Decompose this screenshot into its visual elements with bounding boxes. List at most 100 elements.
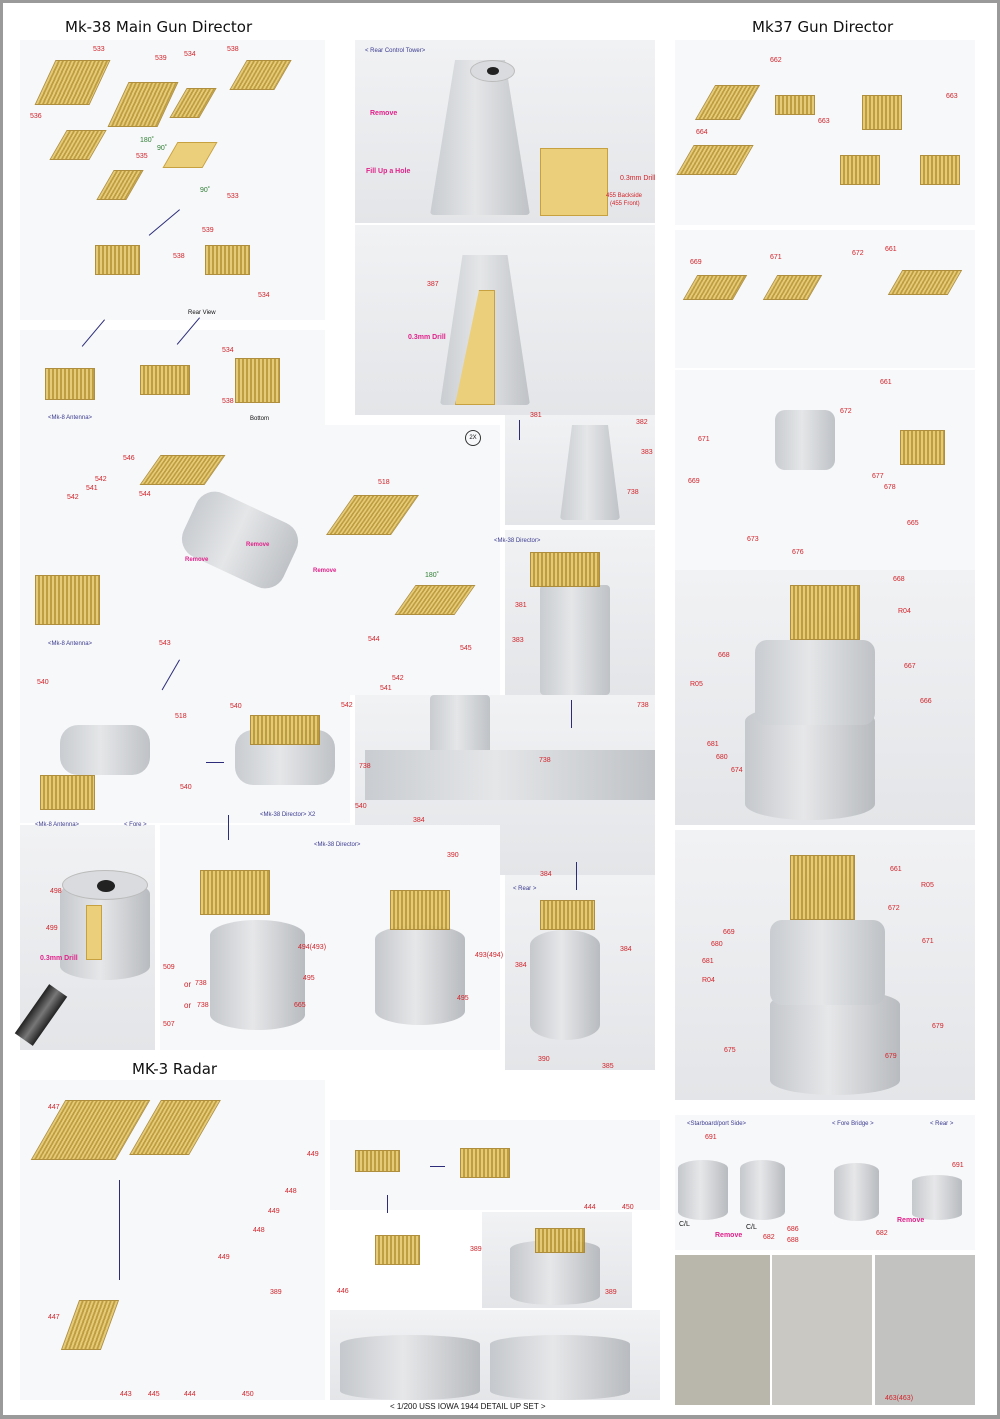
part-number: 668 <box>718 652 730 659</box>
part-number: 384 <box>413 817 425 824</box>
part-number: 674 <box>731 767 743 774</box>
radar-parts <box>460 1148 510 1178</box>
part-number: 542 <box>67 494 79 501</box>
part-number: 665 <box>294 1002 306 1009</box>
part-number: 384 <box>515 962 527 969</box>
scale-2x-badge: 2X <box>465 430 481 446</box>
section-title-mk37: Mk37 Gun Director <box>752 18 894 36</box>
fore-cylinder-top <box>62 870 148 900</box>
mk37-step1-panel <box>675 40 975 225</box>
part-number: 495 <box>457 995 469 1002</box>
part-number: 671 <box>698 436 710 443</box>
part-number: R04 <box>702 977 715 984</box>
part-number: 672 <box>888 905 900 912</box>
part-number: 738 <box>195 980 207 987</box>
deck-model <box>365 750 655 800</box>
antenna-on-director <box>250 715 320 745</box>
part-number: 678 <box>884 484 896 491</box>
assembled-antenna-2 <box>205 245 250 275</box>
step-arrow <box>571 700 572 728</box>
note-remove-6: Remove <box>897 1217 925 1224</box>
part-number: 447 <box>48 1314 60 1321</box>
mk37-housing <box>775 410 835 470</box>
final-photo-1 <box>675 1255 770 1405</box>
caption-rear-control-tower: < Rear Control Tower> <box>365 48 426 54</box>
part-number: 673 <box>747 536 759 543</box>
part-number: 382 <box>636 419 648 426</box>
rear-director-tower <box>530 930 600 1040</box>
note-455-front: (455 Front) <box>610 201 640 207</box>
part-number: R04 <box>898 608 911 615</box>
part-number: 535 <box>136 153 148 160</box>
part-number: 381 <box>515 602 527 609</box>
part-number: 449 <box>218 1254 230 1261</box>
part-number: 681 <box>702 958 714 965</box>
mk8-antenna-rear <box>140 365 190 395</box>
part-number: 449 <box>307 1151 319 1158</box>
note-remove-2: Remove <box>185 557 209 563</box>
part-number: 662 <box>770 57 782 64</box>
part-number: 533 <box>227 193 239 200</box>
part-number: 536 <box>30 113 42 120</box>
note-fill-hole: Fill Up a Hole <box>366 168 411 175</box>
part-number: 661 <box>890 866 902 873</box>
note-remove: Remove <box>370 110 398 117</box>
step-arrow <box>119 1180 120 1280</box>
part-number: 499 <box>46 925 58 932</box>
note-or-1: or <box>184 980 192 989</box>
director-tower-model-1 <box>210 920 305 1030</box>
part-number: 671 <box>922 938 934 945</box>
part-number: R05 <box>690 681 703 688</box>
part-number: 450 <box>622 1204 634 1211</box>
part-number: 668 <box>893 576 905 583</box>
etched-part-663 <box>775 95 815 115</box>
part-number: 444 <box>184 1391 196 1398</box>
part-number: 518 <box>378 479 390 486</box>
angle-label: 90˚ <box>200 187 211 194</box>
radar-base-photo-2 <box>490 1335 630 1400</box>
part-number: 509 <box>163 964 175 971</box>
caption-mk8-antenna: <Mk-8 Antenna> <box>48 415 93 421</box>
part-number: 540 <box>230 703 242 710</box>
director-tower-model-2 <box>375 925 465 1025</box>
caption-bottom: Bottom <box>250 416 270 422</box>
part-number: 542 <box>392 675 404 682</box>
caption-mk38-director-x2: <Mk-38 Director> X2 <box>260 812 316 818</box>
mk8-antenna-photo-2 <box>35 575 100 625</box>
part-number: 383 <box>512 637 524 644</box>
part-number: 661 <box>885 246 897 253</box>
part-number: 390 <box>447 852 459 859</box>
part-number: 738 <box>637 702 649 709</box>
part-number: 679 <box>932 1023 944 1030</box>
step-arrow <box>387 1195 388 1213</box>
part-number: 672 <box>852 250 864 257</box>
part-number: 686 <box>787 1226 799 1233</box>
note-remove-5: Remove <box>715 1232 743 1239</box>
part-number: 671 <box>770 254 782 261</box>
part-number: 663 <box>946 93 958 100</box>
radar-on-base <box>535 1228 585 1253</box>
part-number: 448 <box>285 1188 297 1195</box>
part-number: 494(493) <box>298 944 327 951</box>
part-number: 384 <box>620 946 632 953</box>
etched-plate-498 <box>86 905 102 960</box>
tower-top <box>470 60 515 82</box>
mk8-antenna-photo <box>45 368 95 400</box>
mk37-step3-panel <box>675 370 975 570</box>
caption-mk38-director-2: <Mk-38 Director> <box>314 842 361 848</box>
part-number: 539 <box>155 55 167 62</box>
cylinder-starboard-1 <box>678 1160 728 1220</box>
part-number: 664 <box>696 129 708 136</box>
radar-assembly-step <box>355 1150 400 1172</box>
section-title-mk38: Mk-38 Main Gun Director <box>65 18 253 36</box>
part-number: 449 <box>268 1208 280 1215</box>
note-centerline-2: C/L <box>746 1224 757 1231</box>
part-number: 446 <box>337 1288 349 1295</box>
part-number: 533 <box>93 46 105 53</box>
part-number: 540 <box>37 679 49 686</box>
part-number: 381 <box>530 412 542 419</box>
angle-label: 90˚ <box>157 145 168 152</box>
step-arrow <box>576 862 577 890</box>
caption-mk8-antenna-3: <Mk-8 Antenna> <box>35 822 80 828</box>
mk38-director-on-tower <box>530 552 600 587</box>
